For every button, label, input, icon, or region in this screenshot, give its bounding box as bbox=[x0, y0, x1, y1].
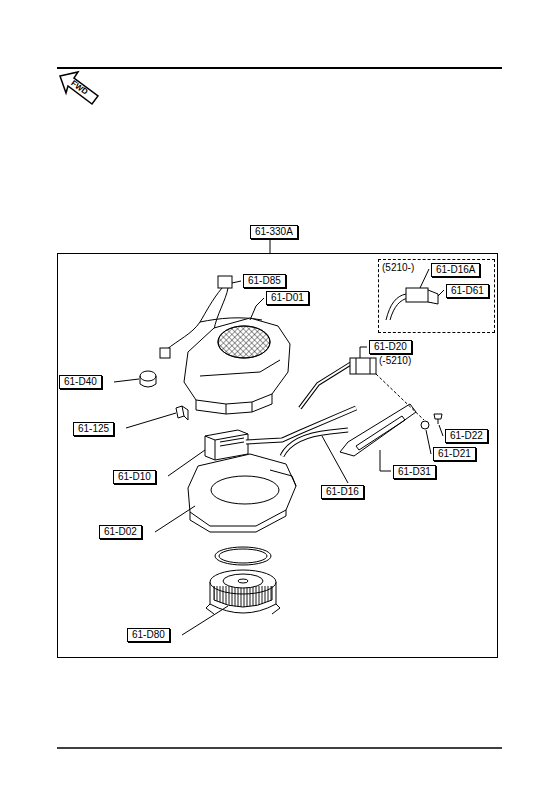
part-number-box: 61-D16A bbox=[431, 263, 480, 277]
harness-part bbox=[386, 288, 438, 320]
variant-group-box: (5210-) 61-D16A 61-D61 bbox=[378, 259, 495, 333]
part-number-box: 61-D40 bbox=[59, 375, 102, 389]
top-rule bbox=[57, 67, 502, 69]
part-number: 61-D40 bbox=[64, 376, 97, 388]
part-number: 61-D31 bbox=[398, 466, 431, 478]
blower-motor bbox=[206, 570, 280, 614]
gasket bbox=[219, 549, 267, 563]
part-number: 61-D80 bbox=[132, 629, 165, 641]
part-number: 61-D16 bbox=[326, 486, 359, 498]
part-number-box: 61-D02 bbox=[99, 525, 142, 539]
part-number: 61-125 bbox=[78, 423, 109, 435]
part-number: 61-D16A bbox=[436, 264, 475, 276]
part-number: 61-D20 bbox=[374, 341, 407, 353]
assembly-number: 61-330A bbox=[250, 225, 298, 239]
screw bbox=[434, 414, 442, 424]
part-number-box: 61-D61 bbox=[446, 284, 489, 298]
part-number: 61-D01 bbox=[271, 292, 304, 304]
dashed-guide bbox=[376, 374, 424, 420]
part-number-box: 61-D10 bbox=[113, 470, 156, 484]
part-number-box: 61-D31 bbox=[393, 465, 436, 479]
blower-lower-case bbox=[188, 454, 296, 532]
part-number: 61-D85 bbox=[248, 275, 281, 287]
part-number: 61-D22 bbox=[450, 430, 483, 442]
part-number-box: 61-D22 bbox=[445, 429, 488, 443]
bracket bbox=[300, 358, 376, 408]
part-number-box: 61-D20 bbox=[369, 340, 412, 354]
plate bbox=[340, 404, 416, 456]
tube bbox=[246, 408, 356, 456]
part-number: 61-D61 bbox=[451, 285, 484, 297]
gasket bbox=[215, 547, 271, 565]
part-number: 61-D10 bbox=[118, 471, 151, 483]
variant-note: (5210-) bbox=[382, 262, 414, 274]
part-number-box: 61-D21 bbox=[433, 447, 476, 461]
variant-note: (-5210) bbox=[379, 355, 411, 367]
nut bbox=[421, 421, 429, 429]
sensor-part bbox=[140, 371, 156, 387]
clip bbox=[176, 406, 188, 420]
leader-line bbox=[114, 269, 444, 635]
part-number-box: 61-D85 bbox=[243, 274, 286, 288]
part-number-box: 61-125 bbox=[73, 422, 114, 436]
assembly-frame: 61-330A(5210-)61-D16A61-D6161-D8561-D016… bbox=[57, 253, 498, 658]
part-number-box: 61-D01 bbox=[266, 291, 309, 305]
part-number-box: 61-D80 bbox=[127, 628, 170, 642]
part-number-box: 61-D16 bbox=[321, 485, 364, 499]
bottom-rule bbox=[57, 747, 502, 749]
fwd-arrow bbox=[60, 72, 98, 104]
leader-line bbox=[270, 237, 271, 253]
blower-upper-case bbox=[184, 318, 290, 414]
part-number: 61-D02 bbox=[104, 526, 137, 538]
part-number: 61-D21 bbox=[438, 448, 471, 460]
